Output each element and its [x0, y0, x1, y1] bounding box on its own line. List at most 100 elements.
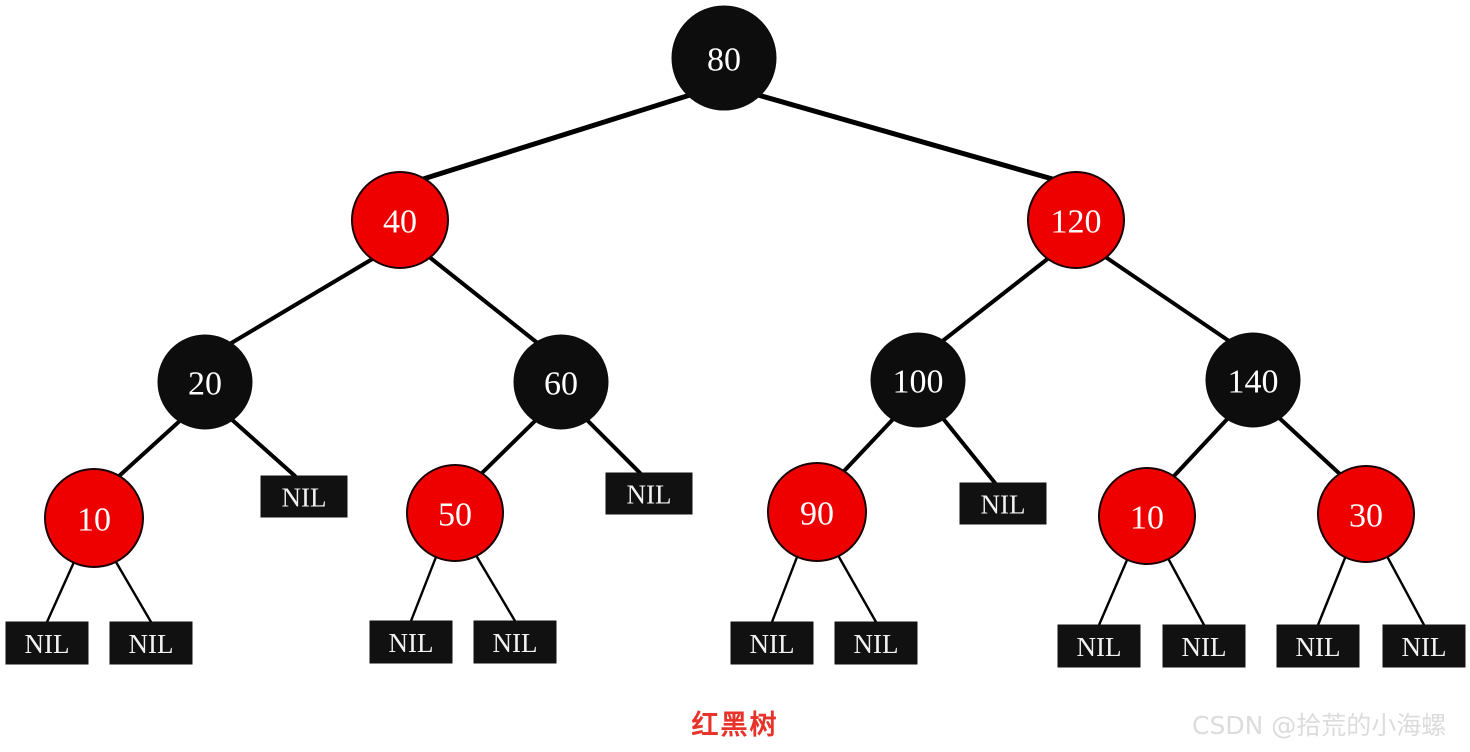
nil-box — [834, 621, 918, 665]
nil-leaf: NIL — [834, 621, 918, 665]
nil-label: NIL — [627, 480, 672, 510]
nil-box — [5, 621, 89, 665]
tree-node-100-black: 100 — [870, 332, 966, 428]
tree-edge — [1097, 558, 1129, 627]
node-value-label: 140 — [1228, 364, 1279, 401]
tree-edge — [755, 92, 1059, 183]
tree-node-20-black: 20 — [157, 334, 253, 430]
node-value-label: 10 — [1130, 500, 1164, 537]
node-value-label: 60 — [544, 366, 578, 403]
nil-leaf: NIL — [5, 621, 89, 665]
red-node-circle — [1317, 465, 1415, 563]
black-node-circle — [870, 332, 966, 428]
tree-edge — [226, 256, 376, 347]
nil-box — [959, 482, 1047, 525]
nil-leaf: NIL — [959, 482, 1047, 525]
nil-label: NIL — [1402, 632, 1447, 662]
tree-edge — [426, 254, 542, 347]
tree-edge — [228, 416, 297, 478]
node-value-label: 80 — [707, 42, 741, 79]
nil-label: NIL — [25, 629, 70, 659]
tree-edge — [475, 555, 517, 623]
red-node-circle — [1098, 467, 1196, 565]
nil-label: NIL — [750, 629, 795, 659]
tree-node-80-black: 80 — [671, 5, 777, 111]
nil-label: NIL — [282, 483, 327, 513]
red-node-circle — [406, 464, 504, 562]
node-value-label: 90 — [800, 496, 834, 533]
tree-node-40-red: 40 — [351, 171, 449, 269]
nil-label: NIL — [493, 628, 538, 658]
red-node-circle — [1027, 171, 1125, 269]
nil-box — [605, 472, 693, 515]
tree-edge — [938, 255, 1052, 345]
tree-edge — [1172, 413, 1233, 478]
nil-label: NIL — [854, 629, 899, 659]
tree-node-10-red: 10 — [44, 468, 144, 568]
tree-edge — [939, 414, 997, 485]
tree-nodes-layer: 80 40 120 20 60 100 140 10 50 90 10 30 — [44, 5, 1415, 568]
node-value-label: 100 — [893, 364, 944, 401]
node-value-label: 20 — [188, 366, 222, 403]
tree-node-120-red: 120 — [1027, 171, 1125, 269]
nil-leaf: NIL — [1382, 624, 1466, 668]
node-value-label: 30 — [1349, 498, 1383, 535]
nil-leaf: NIL — [260, 475, 348, 518]
csdn-watermark: CSDN @拾荒的小海螺 — [1192, 711, 1447, 740]
node-value-label: 10 — [77, 502, 111, 539]
black-node-circle — [1205, 332, 1301, 428]
nil-leaf: NIL — [730, 621, 814, 665]
tree-edge — [116, 416, 185, 479]
nil-box — [260, 475, 348, 518]
tree-edge — [417, 92, 693, 183]
nil-box — [730, 621, 814, 665]
tree-edge — [770, 555, 799, 624]
black-node-circle — [157, 334, 253, 430]
tree-node-50-red: 50 — [406, 464, 504, 562]
nil-label: NIL — [981, 490, 1026, 520]
tree-edge — [1386, 556, 1426, 627]
tree-node-10-red: 10 — [1098, 467, 1196, 565]
node-value-label: 120 — [1051, 204, 1102, 241]
nil-leaves-layer: NIL NIL NIL NIL NIL NIL NIL NIL NIL NIL NIL NIL NIL — [5, 472, 1466, 668]
nil-leaf: NIL — [109, 621, 193, 665]
tree-edge — [480, 416, 540, 475]
tree-edge — [409, 555, 438, 623]
tree-edge — [45, 560, 76, 624]
tree-edge — [1167, 558, 1206, 627]
black-node-circle — [513, 334, 609, 430]
red-node-circle — [351, 171, 449, 269]
node-value-label: 40 — [383, 204, 417, 241]
nil-box — [109, 621, 193, 665]
tree-node-90-red: 90 — [767, 462, 867, 562]
nil-leaf: NIL — [1162, 624, 1246, 668]
red-node-circle — [44, 468, 144, 568]
nil-box — [1382, 624, 1466, 668]
tree-edge — [1274, 413, 1344, 478]
nil-box — [369, 620, 453, 664]
nil-label: NIL — [1182, 632, 1227, 662]
red-node-circle — [767, 462, 867, 562]
nil-label: NIL — [1077, 632, 1122, 662]
tree-edge — [843, 414, 898, 472]
nil-leaf: NIL — [1276, 624, 1360, 668]
nil-label: NIL — [1296, 632, 1341, 662]
tree-edge — [583, 416, 642, 475]
tree-node-140-black: 140 — [1205, 332, 1301, 428]
nil-leaf: NIL — [473, 620, 557, 664]
edges-layer — [45, 92, 1426, 627]
nil-box — [1057, 624, 1141, 668]
nil-box — [1276, 624, 1360, 668]
nil-box — [1162, 624, 1246, 668]
nil-label: NIL — [129, 629, 174, 659]
nil-label: NIL — [389, 628, 434, 658]
nil-leaf: NIL — [369, 620, 453, 664]
tree-edge — [1102, 254, 1234, 345]
nil-box — [473, 620, 557, 664]
tree-edge — [837, 555, 878, 624]
diagram-caption: 红黑树 — [691, 710, 779, 741]
nil-leaf: NIL — [605, 472, 693, 515]
tree-node-30-red: 30 — [1317, 465, 1415, 563]
